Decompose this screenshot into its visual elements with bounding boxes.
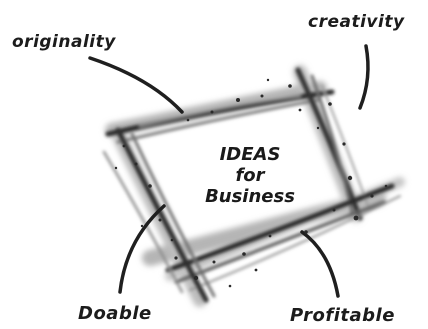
label-creativity: creativity <box>308 12 405 32</box>
center-title: IDEAS for Business <box>196 144 304 207</box>
center-title-line-1: IDEAS <box>219 144 281 165</box>
label-originality: originality <box>12 32 116 52</box>
speckles <box>114 78 388 288</box>
center-title-line-2: for <box>235 165 265 186</box>
label-connectors <box>88 44 370 298</box>
center-title-line-3: Business <box>205 186 295 207</box>
label-doable: Doable <box>78 303 152 324</box>
label-profitable: Profitable <box>290 305 395 326</box>
